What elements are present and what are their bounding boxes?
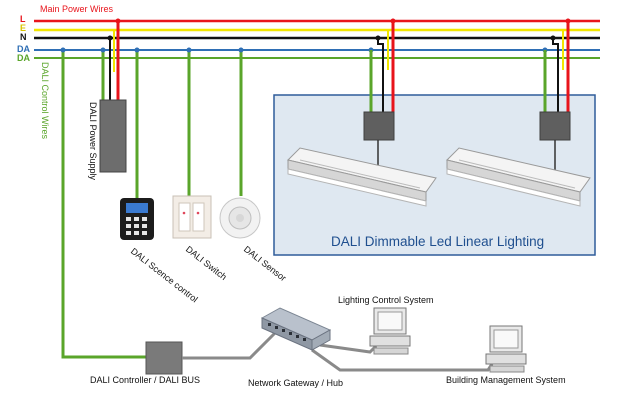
network-cable-lcs: [319, 343, 378, 354]
wire-N-label: N: [20, 32, 27, 42]
wire-DA1-label: DA: [17, 44, 30, 54]
led-fixture-1: [287, 147, 437, 207]
power-supply-label: DALI Power Supply: [88, 102, 98, 181]
switch-device: [172, 195, 212, 239]
sensor-device: [219, 197, 261, 239]
wire-L-label: L: [20, 14, 26, 24]
scene-control-device: [120, 198, 154, 240]
gateway-label: Network Gateway / Hub: [248, 378, 344, 388]
led-fixture-2: [446, 147, 591, 207]
wire-DA2-label: DA: [17, 53, 30, 63]
dali-controller-box: [145, 341, 183, 375]
lighting-control-computer: [369, 307, 411, 355]
lighting-control-system-label: Lighting Control System: [338, 295, 434, 305]
driver1-box: [363, 111, 395, 141]
power-supply-box: [99, 99, 127, 173]
driver2-tap-N: [552, 38, 559, 112]
control-wire-main: [61, 52, 147, 359]
driver2-box: [539, 111, 571, 141]
controller-label: DALI Controller / DALI BUS: [90, 375, 201, 385]
dali-control-wires-label: DALI Control Wires: [40, 62, 50, 140]
wire-E-label: E: [20, 23, 27, 33]
driver1-tap-N: [377, 38, 384, 112]
network-cable-controller: [182, 328, 280, 360]
main-power-wires-label: Main Power Wires: [40, 4, 114, 14]
panel-title: DALI Dimmable Led Linear Lighting: [331, 234, 545, 249]
bms-computer: [485, 325, 527, 373]
bms-label: Building Management System: [446, 375, 566, 385]
network-gateway-device: [260, 307, 332, 351]
